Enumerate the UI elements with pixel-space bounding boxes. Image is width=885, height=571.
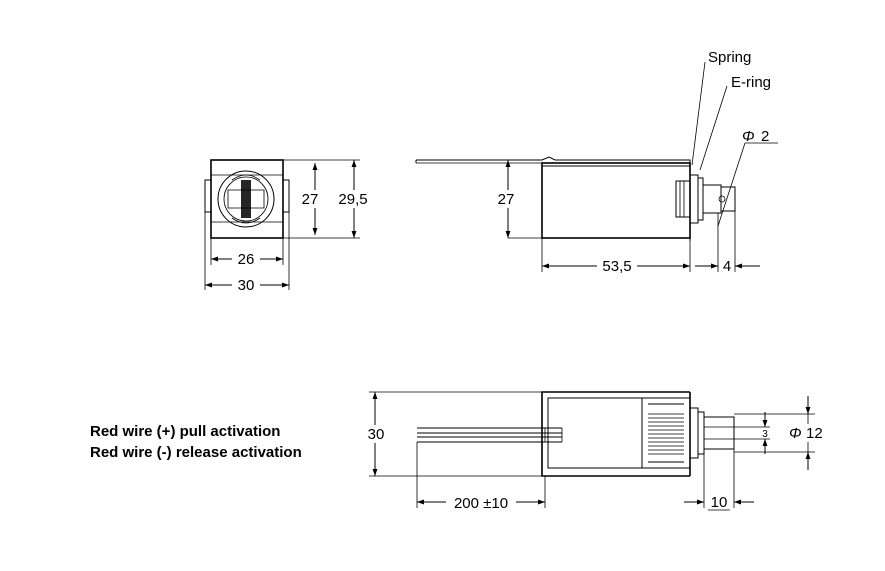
side-view: Spring E-ring Φ 2 27 53,5 4 bbox=[415, 49, 778, 275]
dim-front-width-30: 30 bbox=[238, 277, 255, 294]
dim-bottom-length-10: 10 bbox=[711, 494, 728, 511]
side-body bbox=[541, 162, 691, 239]
label-phi-2: 2 bbox=[761, 128, 769, 145]
coil-hatch bbox=[648, 413, 684, 455]
phi-symbol-large: Φ bbox=[789, 425, 802, 442]
phi-symbol-small: Φ bbox=[742, 128, 755, 145]
label-e-ring: E-ring bbox=[731, 74, 771, 91]
dim-side-height-27: 27 bbox=[498, 191, 515, 208]
wiring-notes: Red wire (+) pull activation Red wire (-… bbox=[90, 423, 302, 461]
front-plunger-circle bbox=[217, 170, 275, 228]
dim-bottom-3: 3 bbox=[762, 429, 768, 440]
bottom-coil bbox=[641, 397, 691, 469]
dim-front-width-26: 26 bbox=[238, 251, 255, 268]
note-release-activation: Red wire (-) release activation bbox=[90, 444, 302, 461]
dim-side-length-4: 4 bbox=[723, 258, 731, 275]
label-spring: Spring bbox=[708, 49, 751, 66]
label-phi-12: 12 bbox=[806, 425, 823, 442]
dim-front-height-29-5: 29,5 bbox=[338, 191, 367, 208]
note-pull-activation: Red wire (+) pull activation bbox=[90, 423, 280, 440]
dim-side-length-53-5: 53,5 bbox=[602, 258, 631, 275]
bottom-view: 30 200 ±10 10 Φ 12 3 bbox=[364, 391, 830, 512]
front-view: 27 29,5 26 30 bbox=[204, 159, 375, 294]
dim-bottom-height-30: 30 bbox=[368, 426, 385, 443]
dim-wire-length: 200 ±10 bbox=[454, 495, 508, 512]
dim-front-height-27: 27 bbox=[302, 191, 319, 208]
